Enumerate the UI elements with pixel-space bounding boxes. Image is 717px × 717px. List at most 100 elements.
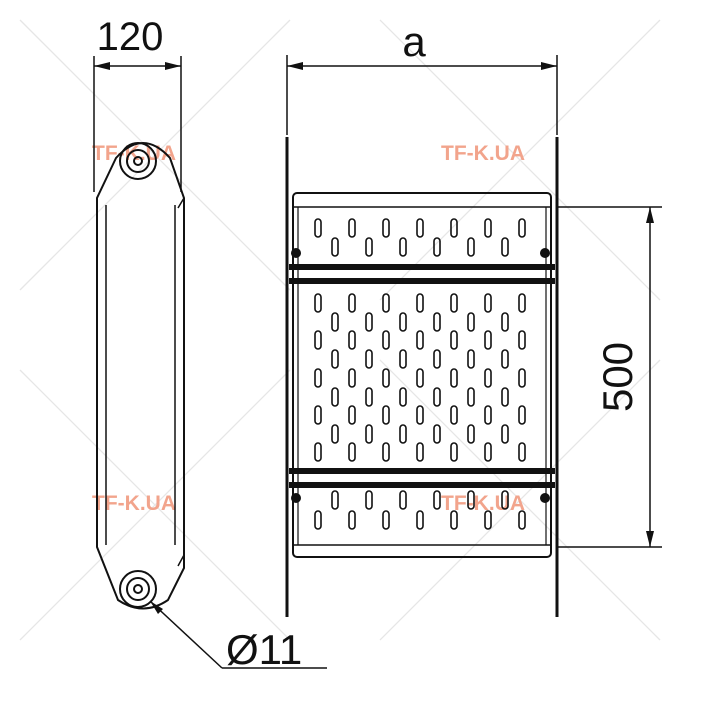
perforation-slot bbox=[348, 442, 356, 462]
perforation-slot bbox=[314, 405, 322, 425]
perforation-slot bbox=[382, 293, 390, 313]
perforation-slot bbox=[484, 442, 492, 462]
perforation-slot bbox=[467, 424, 475, 444]
perforation-slot bbox=[314, 293, 322, 313]
perforation-slot bbox=[314, 330, 322, 350]
side-plate-outline bbox=[96, 142, 185, 610]
perforation-slot bbox=[348, 218, 356, 238]
perforation-slot bbox=[365, 237, 373, 257]
dimension-height-label: 500 bbox=[594, 342, 641, 412]
perforation-slot bbox=[314, 442, 322, 462]
perforation-slot bbox=[365, 312, 373, 332]
connector-strip-top bbox=[289, 264, 555, 270]
perforation-slot bbox=[331, 490, 339, 510]
perforation-slot bbox=[518, 330, 526, 350]
perforation-slot bbox=[331, 387, 339, 407]
dimension-side-width bbox=[93, 56, 182, 192]
perforation-slot bbox=[518, 218, 526, 238]
perforation-slot bbox=[331, 349, 339, 369]
top-view bbox=[285, 137, 559, 617]
perforation-slot bbox=[331, 237, 339, 257]
perforation-slot bbox=[314, 218, 322, 238]
perforation-slot bbox=[365, 424, 373, 444]
perforation-slot bbox=[467, 387, 475, 407]
perforation-slot bbox=[416, 368, 424, 388]
perforation-slot bbox=[450, 293, 458, 313]
dimension-hole-label: Ø11 bbox=[226, 626, 302, 673]
perforation-slot bbox=[518, 368, 526, 388]
connector-strip-bottom bbox=[289, 468, 555, 474]
dimension-top-width bbox=[286, 55, 558, 135]
perforation-slot bbox=[331, 312, 339, 332]
perforation-slot bbox=[433, 312, 441, 332]
perforation-slot bbox=[331, 424, 339, 444]
perforation-slot bbox=[416, 510, 424, 530]
perforation-slot bbox=[433, 424, 441, 444]
perforation-slot bbox=[365, 490, 373, 510]
perforation-slot bbox=[399, 312, 407, 332]
perforation-slot bbox=[467, 490, 475, 510]
perforation-slot bbox=[382, 510, 390, 530]
bolt-icon bbox=[540, 493, 550, 503]
perforation-slot bbox=[416, 293, 424, 313]
perforation-slot bbox=[399, 349, 407, 369]
perforation-slot bbox=[314, 510, 322, 530]
watermarks: TF-K.UA TF-K.UA TF-K.UA TF-K.UA bbox=[92, 142, 525, 515]
perforation-slot bbox=[348, 293, 356, 313]
perforation-slot bbox=[484, 510, 492, 530]
dimension-height bbox=[557, 206, 662, 548]
hole-bottom-icon bbox=[119, 570, 157, 608]
hole-top-icon bbox=[119, 142, 157, 180]
perforation-slot bbox=[314, 368, 322, 388]
perforation-slots bbox=[314, 218, 526, 530]
perforation-slot bbox=[416, 218, 424, 238]
perforation-slot bbox=[399, 387, 407, 407]
perforation-slot bbox=[416, 442, 424, 462]
perforation-slot bbox=[484, 405, 492, 425]
perforation-slot bbox=[518, 442, 526, 462]
perforation-slot bbox=[433, 387, 441, 407]
perforation-slot bbox=[416, 330, 424, 350]
perforation-slot bbox=[382, 330, 390, 350]
perforation-slot bbox=[501, 237, 509, 257]
perforation-slot bbox=[484, 218, 492, 238]
connector-strips bbox=[289, 248, 555, 503]
perforation-slot bbox=[348, 405, 356, 425]
dimension-hole-leader bbox=[149, 600, 327, 669]
connector-strip-top bbox=[289, 278, 555, 284]
dimension-top-width-label: a bbox=[402, 18, 426, 65]
perforation-slot bbox=[450, 368, 458, 388]
perforation-slot bbox=[484, 293, 492, 313]
perforation-slot bbox=[518, 405, 526, 425]
perforation-slot bbox=[450, 510, 458, 530]
perforation-slot bbox=[450, 218, 458, 238]
perforation-slot bbox=[348, 368, 356, 388]
perforation-slot bbox=[484, 368, 492, 388]
perforation-slot bbox=[501, 424, 509, 444]
perforation-slot bbox=[365, 387, 373, 407]
perforation-slot bbox=[399, 424, 407, 444]
connector-strip-bottom bbox=[289, 482, 555, 488]
perforation-slot bbox=[433, 237, 441, 257]
bolt-icon bbox=[291, 493, 301, 503]
perforation-slot bbox=[467, 312, 475, 332]
watermark-text: TF-K.UA bbox=[441, 142, 525, 165]
perforation-slot bbox=[382, 368, 390, 388]
dimension-side-width-label: 120 bbox=[97, 15, 164, 59]
perforation-slot bbox=[365, 349, 373, 369]
perforation-slot bbox=[399, 237, 407, 257]
perforation-slot bbox=[467, 237, 475, 257]
perforation-slot bbox=[450, 405, 458, 425]
perforation-slot bbox=[416, 405, 424, 425]
perforation-slot bbox=[518, 510, 526, 530]
bolt-icon bbox=[291, 248, 301, 258]
perforation-slot bbox=[399, 490, 407, 510]
perforation-slot bbox=[382, 218, 390, 238]
perforation-slot bbox=[484, 330, 492, 350]
perforation-slot bbox=[501, 490, 509, 510]
perforation-slot bbox=[501, 387, 509, 407]
watermark-text: TF-K.UA bbox=[92, 492, 176, 515]
perforation-slot bbox=[450, 330, 458, 350]
bolt-icon bbox=[540, 248, 550, 258]
